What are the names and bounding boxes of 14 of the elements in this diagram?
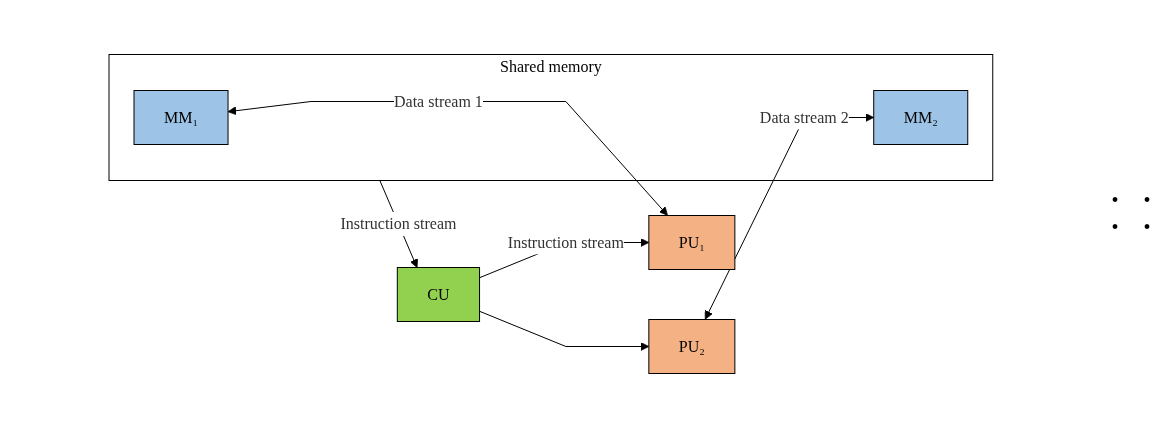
node-box: PU₂ xyxy=(647,319,735,374)
ellipsis-dot: • xyxy=(1110,189,1120,212)
node-box: PU₁ xyxy=(647,215,735,270)
ellipsis-dot: • xyxy=(1110,216,1120,239)
edge-label: Instruction stream xyxy=(340,215,457,232)
edge-label: Data stream 1 xyxy=(393,92,483,110)
edge-label: Data stream 2 xyxy=(759,108,849,126)
ellipsis-dot: • xyxy=(1142,216,1152,239)
node-box: MM₂ xyxy=(872,90,968,145)
node-box: CU xyxy=(396,267,480,322)
edge-label: Instruction stream xyxy=(507,233,624,251)
node-box: MM₁ xyxy=(133,90,229,145)
arrow xyxy=(478,310,649,351)
ellipsis-dot: • xyxy=(1142,189,1152,212)
